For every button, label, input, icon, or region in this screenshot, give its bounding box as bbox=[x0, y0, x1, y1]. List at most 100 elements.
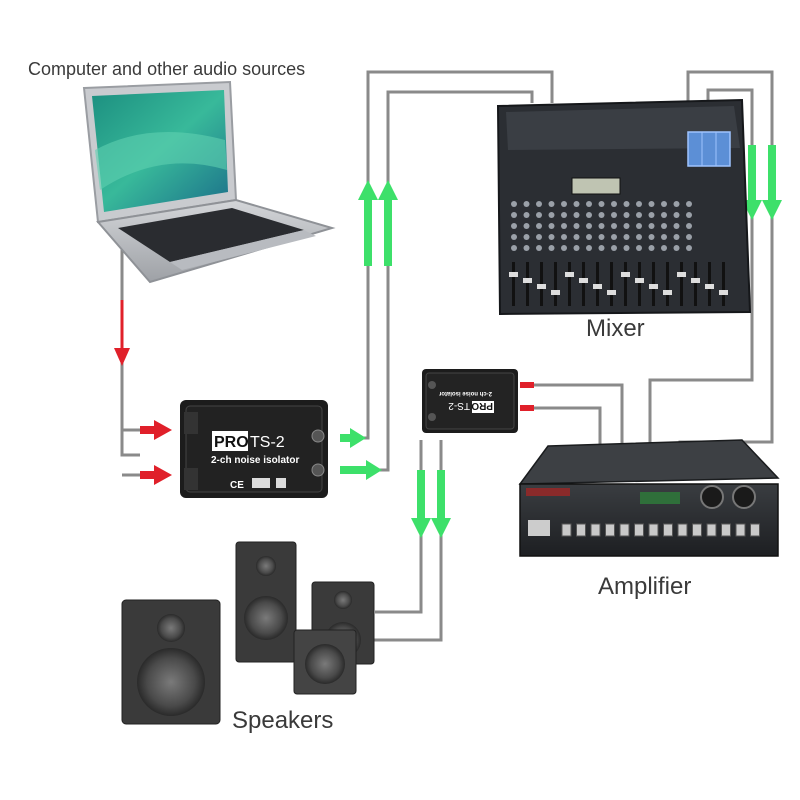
cable-isolator2-to-speakers-1 bbox=[375, 440, 423, 614]
mixer-knob bbox=[586, 212, 592, 218]
mixer-knob bbox=[536, 223, 542, 229]
amplifier-control bbox=[561, 523, 572, 537]
mixer-knob bbox=[586, 234, 592, 240]
speaker-small bbox=[293, 629, 357, 695]
noise-isolator-small-icon: PRO TS-2 2-ch noise isolator bbox=[422, 369, 518, 433]
arrow-input-right-1 bbox=[140, 420, 172, 440]
mixer-fader-cap bbox=[579, 278, 588, 283]
isolator-small-brand: PRO bbox=[471, 400, 493, 411]
mixer-knob bbox=[648, 234, 655, 240]
mixer-knob bbox=[673, 223, 680, 229]
mixer-knob bbox=[598, 245, 605, 251]
mixer-knob bbox=[636, 201, 642, 207]
mixer-knob bbox=[686, 234, 692, 240]
mixer-fader-cap bbox=[677, 272, 686, 277]
mixer-knob bbox=[548, 212, 555, 218]
mixer-knob bbox=[661, 212, 667, 218]
mixer-knob bbox=[623, 223, 630, 229]
mixer-knob bbox=[636, 223, 642, 229]
mixer-fader bbox=[624, 262, 627, 306]
mixer-knob bbox=[573, 212, 580, 218]
speaker-large bbox=[121, 599, 221, 725]
amplifier-control bbox=[576, 523, 586, 537]
mixer-label: Mixer bbox=[586, 315, 645, 342]
mixer-fader bbox=[722, 262, 725, 306]
mixer-knob bbox=[598, 201, 605, 207]
amplifier-control bbox=[619, 523, 630, 537]
mixer-fader bbox=[582, 262, 585, 306]
mixer-knob bbox=[623, 245, 630, 251]
mixer-knob bbox=[661, 201, 667, 207]
mixer-knob bbox=[673, 234, 680, 240]
mixer-knob bbox=[686, 212, 692, 218]
mixer-knob bbox=[648, 223, 655, 229]
mixer-fader-cap bbox=[607, 290, 616, 295]
mixer-knob bbox=[598, 223, 605, 229]
mixer-knob bbox=[536, 245, 542, 251]
mixer-fader bbox=[694, 262, 697, 306]
amplifier-control bbox=[634, 523, 644, 537]
mixer-fader bbox=[680, 262, 683, 306]
mixer-knob bbox=[586, 245, 592, 251]
mixer-fader bbox=[638, 262, 641, 306]
mixer-fader-cap bbox=[537, 284, 546, 289]
mixer-knob bbox=[673, 245, 680, 251]
mixer-knob bbox=[536, 201, 542, 207]
amplifier-icon bbox=[518, 439, 780, 557]
amplifier-control bbox=[648, 523, 659, 537]
amplifier-control bbox=[750, 523, 760, 537]
isolator-subtitle: 2-ch noise isolator bbox=[211, 455, 299, 466]
mixer-knob bbox=[511, 212, 517, 218]
mixer-knob bbox=[686, 223, 692, 229]
arrow-output-right-2 bbox=[340, 460, 382, 480]
speaker-icon bbox=[121, 541, 375, 725]
mixer-knob bbox=[573, 245, 580, 251]
mixer-knob bbox=[536, 212, 542, 218]
mixer-knob bbox=[523, 245, 530, 251]
mixer-fader bbox=[526, 262, 529, 306]
isolator-small-model: TS-2 bbox=[448, 400, 470, 411]
mixer-knob bbox=[523, 212, 530, 218]
mixer-knob bbox=[686, 245, 692, 251]
mixer-knob bbox=[586, 201, 592, 207]
arrow-input-right-2 bbox=[140, 465, 172, 485]
mixer-knob bbox=[548, 234, 555, 240]
mixer-knob bbox=[648, 245, 655, 251]
sources-label: Computer and other audio sources bbox=[28, 59, 305, 79]
mixer-knob bbox=[611, 234, 617, 240]
mixer-knob bbox=[561, 234, 567, 240]
mixer-knob bbox=[648, 212, 655, 218]
amplifier-control bbox=[721, 523, 731, 537]
mixer-knob bbox=[686, 201, 692, 207]
mixer-fader-cap bbox=[649, 284, 658, 289]
mixer-knobs bbox=[511, 201, 692, 251]
mixer-fader-cap bbox=[705, 284, 714, 289]
mixer-fader-cap bbox=[663, 290, 672, 295]
mixer-knob bbox=[511, 201, 517, 207]
mixer-fader bbox=[666, 262, 669, 306]
arrow-speakers-down-1 bbox=[411, 470, 431, 538]
mixer-knob bbox=[598, 212, 605, 218]
arrow-output-up-1 bbox=[358, 180, 378, 266]
mixer-fader-cap bbox=[719, 290, 728, 295]
mixer-knob bbox=[636, 234, 642, 240]
noise-isolator-icon: PRO TS-2 2-ch noise isolator CE bbox=[180, 400, 328, 498]
isolator-model: TS-2 bbox=[250, 434, 285, 451]
isolator-ce: CE bbox=[230, 480, 244, 491]
mixer-knob bbox=[511, 245, 517, 251]
mixer-knob bbox=[673, 201, 680, 207]
mixer-fader-cap bbox=[509, 272, 518, 277]
mixer-fader-cap bbox=[691, 278, 700, 283]
amplifier-control bbox=[735, 523, 746, 537]
mixer-fader-cap bbox=[593, 284, 602, 289]
mixer-knob bbox=[523, 234, 530, 240]
mixer-knob bbox=[623, 212, 630, 218]
mixer-knob bbox=[611, 223, 617, 229]
mixer-knob bbox=[523, 223, 530, 229]
mixer-knob bbox=[561, 201, 567, 207]
arrow-isolator2-input-1 bbox=[520, 382, 534, 388]
mixer-knob bbox=[661, 234, 667, 240]
mixer-knob bbox=[573, 223, 580, 229]
mixer-fader bbox=[554, 262, 557, 306]
